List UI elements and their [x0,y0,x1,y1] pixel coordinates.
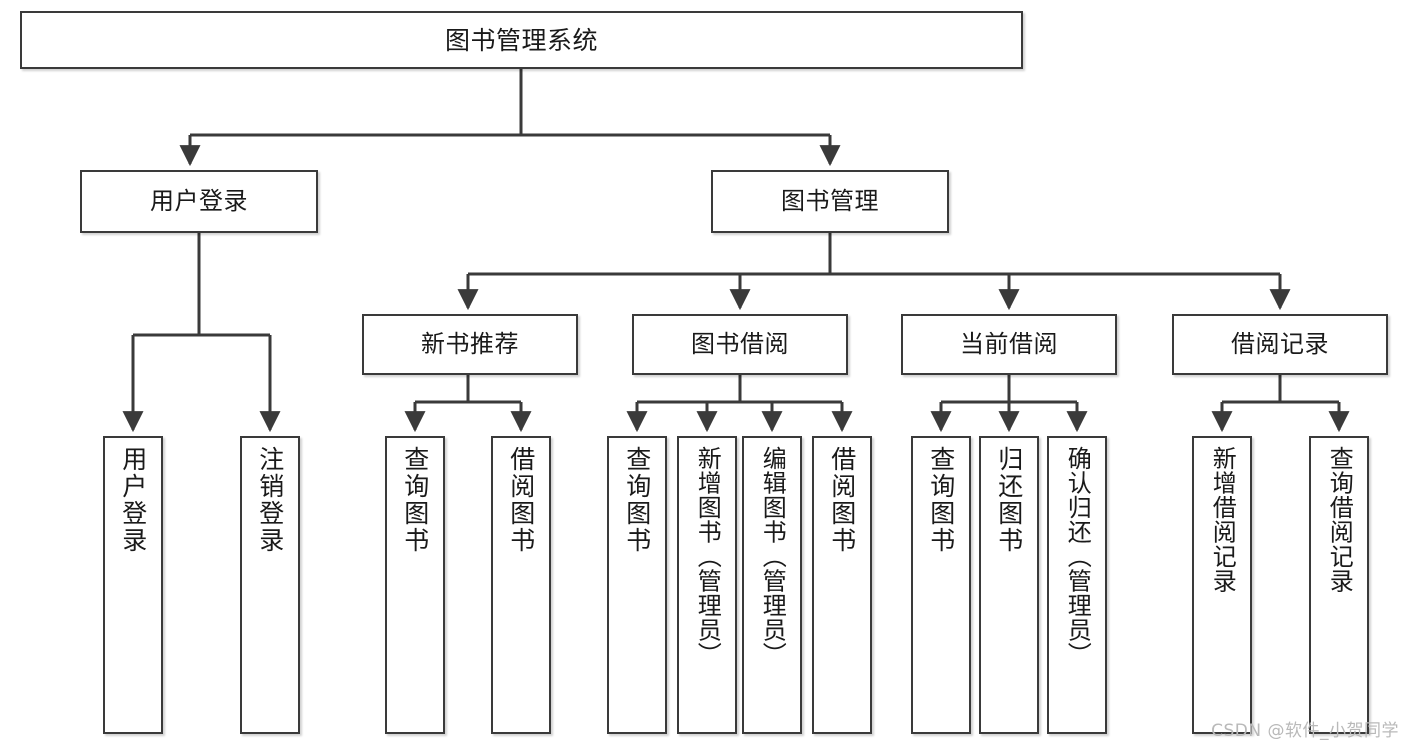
leaf-current-borrow-return-book[interactable]: 归还图书 [979,436,1039,734]
node-label: 查询图书 [400,446,430,554]
leaf-borrow-record-add-record[interactable]: 新增借阅记录 [1192,436,1252,734]
leaf-user-login-login[interactable]: 用户登录 [103,436,163,734]
node-label: 确认归还（管理员） [1063,446,1092,667]
node-book-management[interactable]: 图书管理 [711,170,949,233]
node-book-borrow[interactable]: 图书借阅 [632,314,848,375]
leaf-borrow-record-query-record[interactable]: 查询借阅记录 [1309,436,1369,734]
leaf-current-borrow-query-book[interactable]: 查询图书 [911,436,971,734]
node-label: 借阅记录 [1231,329,1329,358]
node-label: 当前借阅 [960,329,1058,358]
node-label: 图书管理系统 [444,25,598,55]
leaf-book-borrow-edit-book-admin[interactable]: 编辑图书（管理员） [742,436,802,734]
node-label: 查询图书 [622,446,652,554]
node-label: 用户登录 [150,186,248,215]
node-label: 用户登录 [118,446,148,554]
node-label: 编辑图书（管理员） [758,446,787,667]
leaf-book-borrow-query-book[interactable]: 查询图书 [607,436,667,734]
node-label: 图书借阅 [691,329,789,358]
leaf-new-book-query-book[interactable]: 查询图书 [385,436,445,734]
node-label: 查询图书 [926,446,956,554]
leaf-book-borrow-add-book-admin[interactable]: 新增图书（管理员） [677,436,737,734]
node-new-book-recommend[interactable]: 新书推荐 [362,314,578,375]
leaf-book-borrow-borrow-book[interactable]: 借阅图书 [812,436,872,734]
node-user-login[interactable]: 用户登录 [80,170,318,233]
node-label: 新增图书（管理员） [693,446,722,667]
leaf-current-borrow-confirm-return-admin[interactable]: 确认归还（管理员） [1047,436,1107,734]
node-label: 归还图书 [994,446,1024,554]
node-label: 注销登录 [255,446,285,554]
node-label: 借阅图书 [506,446,536,554]
leaf-new-book-borrow-book[interactable]: 借阅图书 [491,436,551,734]
leaf-user-login-logout[interactable]: 注销登录 [240,436,300,734]
node-current-borrow[interactable]: 当前借阅 [901,314,1117,375]
node-label: 借阅图书 [827,446,857,554]
node-label: 新书推荐 [421,329,519,358]
node-label: 图书管理 [781,186,879,215]
node-book-management-system[interactable]: 图书管理系统 [20,11,1023,69]
node-label: 新增借阅记录 [1208,446,1237,593]
node-borrow-record[interactable]: 借阅记录 [1172,314,1388,375]
node-label: 查询借阅记录 [1325,446,1354,593]
